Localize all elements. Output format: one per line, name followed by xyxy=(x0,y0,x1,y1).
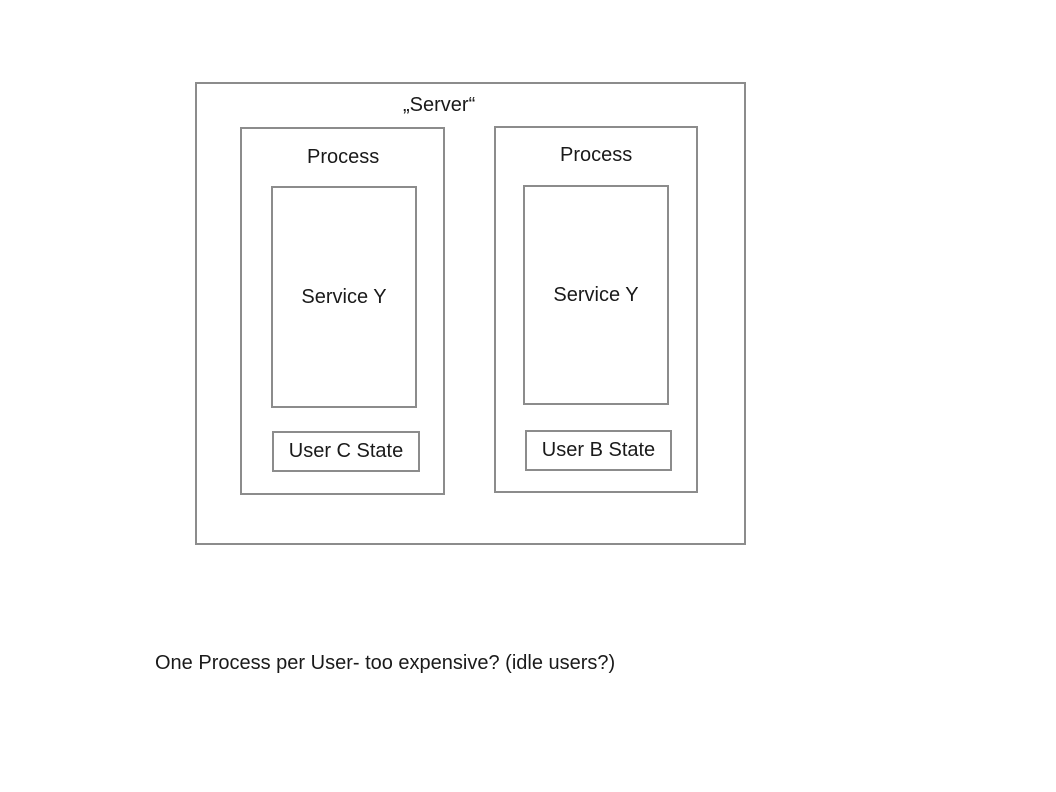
user-state-box-1: User C State xyxy=(272,431,420,472)
user-state-box-2: User B State xyxy=(525,430,672,471)
server-label: „Server“ xyxy=(403,94,476,116)
process-box-1 xyxy=(240,127,445,495)
service-box-1: Service Y xyxy=(271,186,417,408)
server-box xyxy=(195,82,746,545)
caption: One Process per User- too expensive? (id… xyxy=(155,652,616,674)
process-label-2: Process xyxy=(560,144,633,166)
process-box-2 xyxy=(494,126,698,493)
service-box-2: Service Y xyxy=(523,185,669,405)
process-label-1: Process xyxy=(307,146,380,168)
